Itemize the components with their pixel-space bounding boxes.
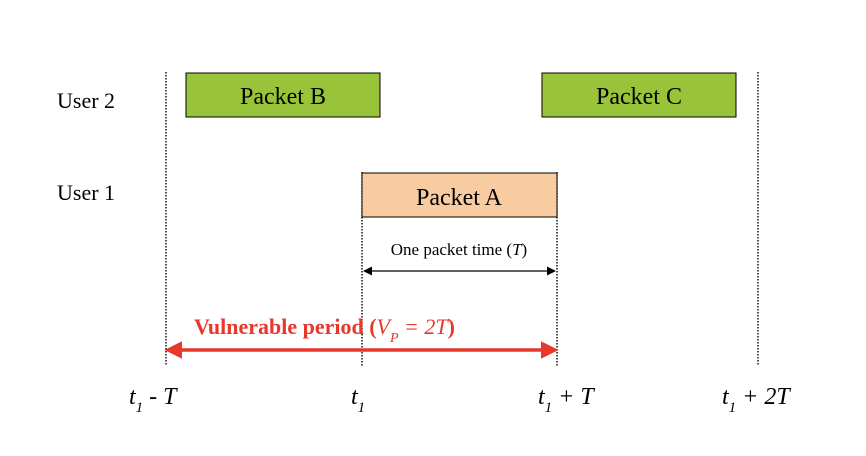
packet-c-box: [541, 72, 737, 118]
vulnerable-period-label: Vulnerable period (VP = 2T): [194, 314, 455, 346]
tick-label-t1: t1: [351, 384, 365, 416]
packet-b-box: [185, 72, 381, 118]
row-label-user2: User 2: [57, 88, 115, 113]
packet-b-label: Packet B: [240, 84, 326, 110]
packet-c-label: Packet C: [596, 84, 682, 110]
tick-label-t1-minus-t: t1 - T: [129, 384, 178, 416]
packet-time-label: One packet time (T): [391, 240, 527, 259]
tick-label-t1-plus-t: t1 + T: [538, 384, 595, 416]
tick-label-t1-plus-2t: t1 + 2T: [722, 384, 791, 416]
packet-a-label: Packet A: [416, 185, 503, 211]
packet-a-box: [361, 172, 558, 218]
row-label-user1: User 1: [57, 180, 115, 205]
